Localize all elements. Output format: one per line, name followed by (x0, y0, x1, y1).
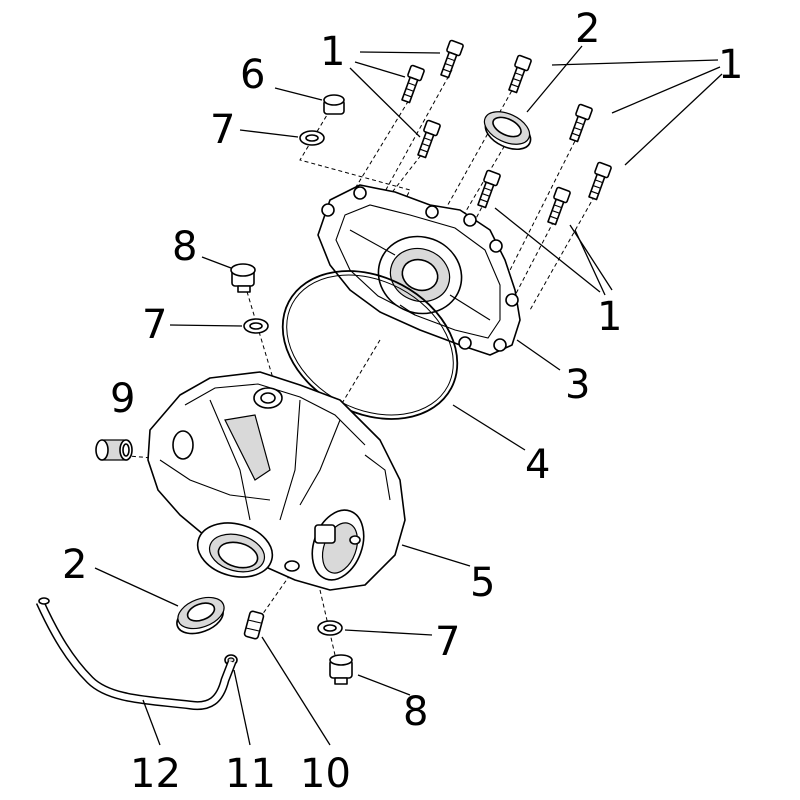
breather-hose (35, 597, 237, 711)
callout-9: 9 (110, 376, 135, 422)
housing-cover (317, 184, 521, 356)
callout-2: 2 (575, 6, 600, 52)
bolt (588, 161, 612, 201)
callout-7: 7 (210, 107, 235, 153)
oil-seal-bottom (176, 596, 225, 635)
callout-11: 11 (225, 751, 276, 797)
callout-12: 12 (130, 751, 181, 797)
bolt (508, 54, 532, 94)
bolts (401, 39, 612, 226)
bolt (440, 39, 464, 79)
washer (317, 620, 343, 636)
washer (299, 130, 325, 146)
callout-2: 2 (62, 542, 87, 588)
plug-cap (323, 94, 345, 115)
bolt (401, 64, 425, 104)
drain-plug (230, 263, 256, 293)
callout-5: 5 (470, 560, 495, 606)
bolt (417, 119, 441, 159)
callout-4: 4 (525, 442, 550, 488)
callout-6: 6 (240, 52, 265, 98)
callout-8: 8 (172, 224, 197, 270)
callout-8: 8 (403, 689, 428, 735)
callout-7: 7 (142, 302, 167, 348)
breather-fitting (243, 610, 265, 640)
callout-7: 7 (435, 619, 460, 665)
bolt (477, 169, 501, 209)
callout-1: 1 (718, 42, 743, 88)
bolt (569, 103, 593, 143)
fill-plug (329, 654, 353, 685)
callout-1: 1 (597, 294, 622, 340)
washer (243, 318, 269, 334)
callout-1: 1 (320, 29, 345, 75)
leader-lines (94, 45, 723, 746)
needle-bearing (95, 439, 133, 461)
callout-3: 3 (565, 362, 590, 408)
callout-10: 10 (300, 751, 351, 797)
bolt (547, 186, 571, 226)
callout-labels: 1 2 1 6 7 8 7 9 1 3 4 5 2 7 8 12 11 10 (62, 6, 743, 797)
gear-housing (147, 371, 406, 591)
oil-seal-top (483, 111, 532, 151)
